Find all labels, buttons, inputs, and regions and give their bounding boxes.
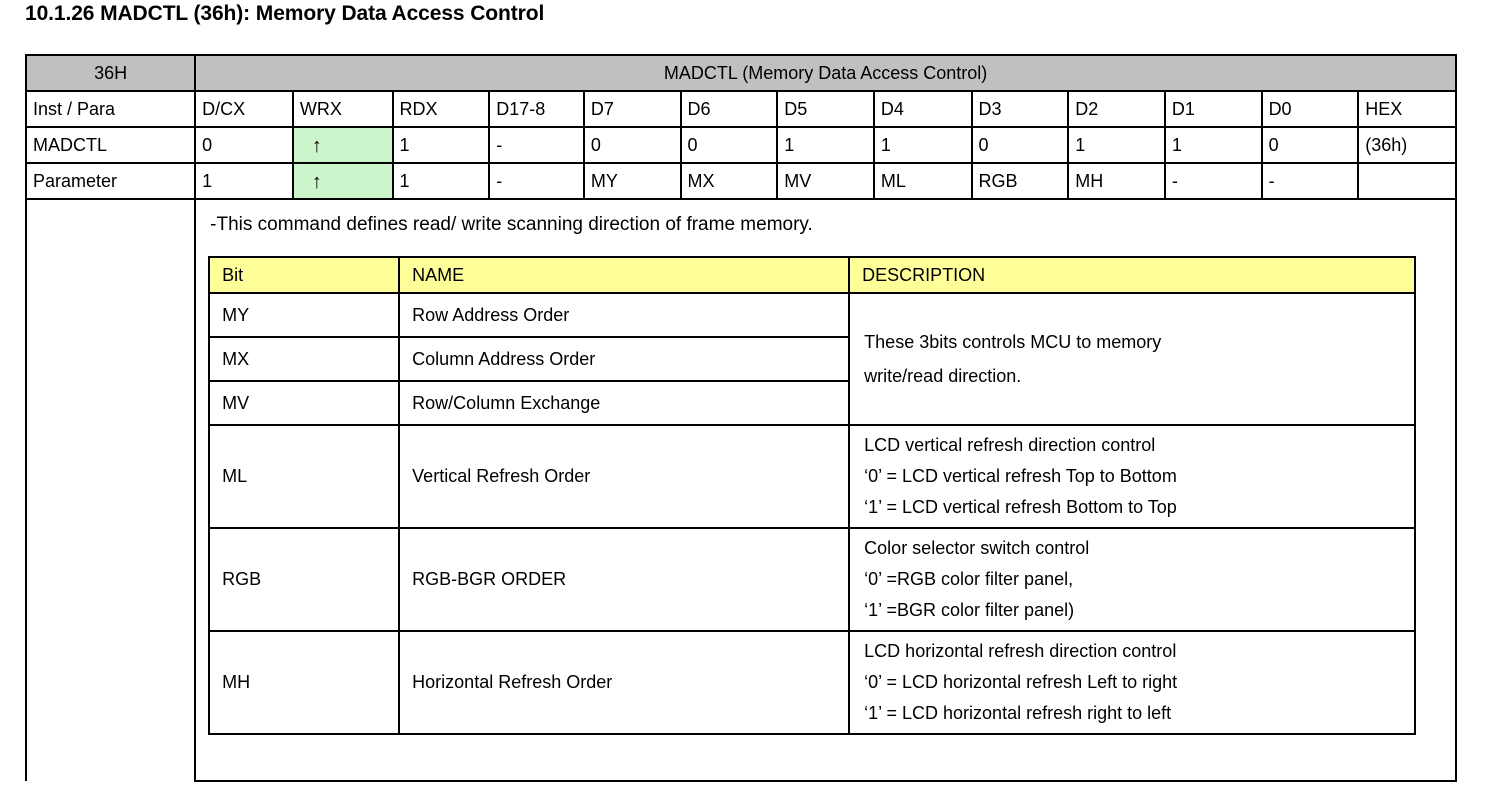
column-header-d2: D2 — [1067, 90, 1166, 128]
description-line: ‘0’ =RGB color filter panel, — [864, 568, 1074, 589]
name-column-header: NAME — [398, 256, 851, 294]
description-line: These 3bits controls MCU to memory — [864, 331, 1162, 352]
name-cell-ml: Vertical Refresh Order — [398, 424, 851, 529]
name-cell-rgb: RGB-BGR ORDER — [398, 526, 851, 632]
parameter-wrx-value: ↑ — [291, 162, 394, 200]
madctl-wrx-value: ↑ — [291, 126, 394, 164]
description-line: write/read direction. — [864, 366, 1022, 386]
description-line: Color selector switch control — [864, 537, 1090, 558]
description-column-header: DESCRIPTION — [848, 256, 1417, 294]
parameter-hex-value — [1357, 162, 1457, 200]
parameter-d17-8-value: - — [488, 162, 585, 200]
parameter-d2-value: MH — [1067, 162, 1166, 200]
table-row: MADCTL 0 ↑ 1 - 0 0 1 1 0 1 1 0 (36h) — [24, 126, 1457, 164]
table-row: MY Row Address Order These 3bits control… — [208, 292, 1417, 426]
madctl-d1-value: 1 — [1163, 126, 1263, 164]
madctl-rdx-value: 1 — [391, 126, 491, 164]
madctl-d0-value: 0 — [1260, 126, 1360, 164]
page-title: 10.1.26 MADCTL (36h): Memory Data Access… — [25, 2, 545, 25]
madctl-d6-value: 0 — [679, 126, 779, 164]
column-header-rdx: RDX — [391, 90, 491, 128]
column-header-d5: D5 — [776, 90, 875, 128]
bit-cell-ml: ML — [208, 424, 401, 529]
madctl-d4-value: 1 — [872, 126, 973, 164]
parameter-d0-value: - — [1260, 162, 1360, 200]
parameter-d7-value: MY — [582, 162, 682, 200]
column-header-d6: D6 — [679, 90, 779, 128]
column-header-d17-8: D17-8 — [488, 90, 585, 128]
description-cell-rgb: Color selector switch control ‘0’ =RGB c… — [848, 526, 1417, 632]
column-header-inst-para: Inst / Para — [24, 90, 197, 128]
description-line: ‘0’ = LCD horizontal refresh Left to rig… — [864, 671, 1178, 692]
row-label-parameter: Parameter — [24, 162, 197, 200]
register-opcode-cell: 36H — [24, 54, 197, 92]
register-definition-table: 36H MADCTL (Memory Data Access Control) … — [24, 54, 1457, 782]
column-header-wrx: WRX — [291, 90, 394, 128]
column-header-d7: D7 — [582, 90, 682, 128]
name-cell-mh: Horizontal Refresh Order — [398, 629, 851, 735]
description-cell-mymxmv: These 3bits controls MCU to memory write… — [848, 292, 1417, 426]
table-row: MV Row/Column Exchange — [208, 380, 1415, 426]
parameter-d4-value: ML — [872, 162, 973, 200]
description-line: LCD vertical refresh direction control — [864, 435, 1156, 455]
column-header-d1: D1 — [1163, 90, 1263, 128]
bit-cell-my: MY — [208, 292, 401, 338]
description-row: -This command defines read/ write scanni… — [24, 198, 1457, 782]
column-header-hex: HEX — [1357, 90, 1457, 128]
parameter-rdx-value: 1 — [391, 162, 491, 200]
bit-cell-mh: MH — [208, 629, 401, 735]
description-line: ‘1’ = LCD vertical refresh Bottom to Top — [864, 496, 1177, 517]
row-label-madctl: MADCTL — [24, 126, 197, 164]
up-arrow-icon: ↑ — [311, 135, 322, 157]
parameter-d5-value: MV — [776, 162, 875, 200]
parameter-dcx-value: 1 — [194, 162, 294, 200]
column-header-d4: D4 — [872, 90, 973, 128]
command-description-text: -This command defines read/ write scanni… — [210, 214, 813, 235]
parameter-d1-value: - — [1163, 162, 1263, 200]
madctl-d7-value: 0 — [582, 126, 682, 164]
table-row: MX Column Address Order — [208, 336, 1415, 382]
description-cell-ml: LCD vertical refresh direction control ‘… — [848, 424, 1417, 529]
table-row: MH Horizontal Refresh Order LCD horizont… — [208, 629, 1417, 735]
bit-cell-mv: MV — [208, 380, 401, 426]
table-row: ML Vertical Refresh Order LCD vertical r… — [208, 424, 1417, 529]
register-title-cell: MADCTL (Memory Data Access Control) — [194, 54, 1457, 92]
name-cell-mv: Row/Column Exchange — [398, 380, 851, 426]
madctl-dcx-value: 0 — [194, 126, 294, 164]
column-header-row: Inst / Para D/CX WRX RDX D17-8 D7 D6 D5 … — [24, 90, 1457, 128]
register-opcode-row: 36H MADCTL (Memory Data Access Control) — [24, 54, 1457, 92]
name-cell-mx: Column Address Order — [398, 336, 851, 382]
madctl-d3-value: 0 — [970, 126, 1070, 164]
bit-cell-rgb: RGB — [208, 526, 401, 632]
up-arrow-icon: ↑ — [311, 171, 322, 193]
parameter-d3-value: RGB — [970, 162, 1070, 200]
table-row: RGB RGB-BGR ORDER Color selector switch … — [208, 526, 1417, 632]
column-header-d0: D0 — [1260, 90, 1360, 128]
bit-cell-mx: MX — [208, 336, 401, 382]
bit-column-header: Bit — [208, 256, 401, 294]
parameter-d6-value: MX — [679, 162, 779, 200]
madctl-d2-value: 1 — [1067, 126, 1166, 164]
description-line: ‘1’ =BGR color filter panel) — [864, 599, 1075, 620]
bit-table-header-row: Bit NAME DESCRIPTION — [208, 256, 1417, 294]
column-header-d3: D3 — [970, 90, 1070, 128]
description-cell-mh: LCD horizontal refresh direction control… — [848, 629, 1417, 735]
description-body-cell: -This command defines read/ write scanni… — [194, 198, 1457, 782]
madctl-d5-value: 1 — [776, 126, 875, 164]
description-line: ‘1’ = LCD horizontal refresh right to le… — [864, 702, 1172, 723]
madctl-hex-value: (36h) — [1357, 126, 1457, 164]
column-header-dcx: D/CX — [194, 90, 294, 128]
description-line: LCD horizontal refresh direction control — [864, 640, 1177, 661]
name-cell-my: Row Address Order — [398, 292, 851, 338]
description-line: ‘0’ = LCD vertical refresh Top to Bottom — [864, 465, 1177, 486]
empty-left-cell — [24, 198, 197, 781]
bit-description-table: Bit NAME DESCRIPTION MY Row Address Orde… — [208, 256, 1417, 735]
madctl-d17-8-value: - — [488, 126, 585, 164]
table-row: Parameter 1 ↑ 1 - MY MX MV ML RGB MH - - — [24, 162, 1457, 200]
